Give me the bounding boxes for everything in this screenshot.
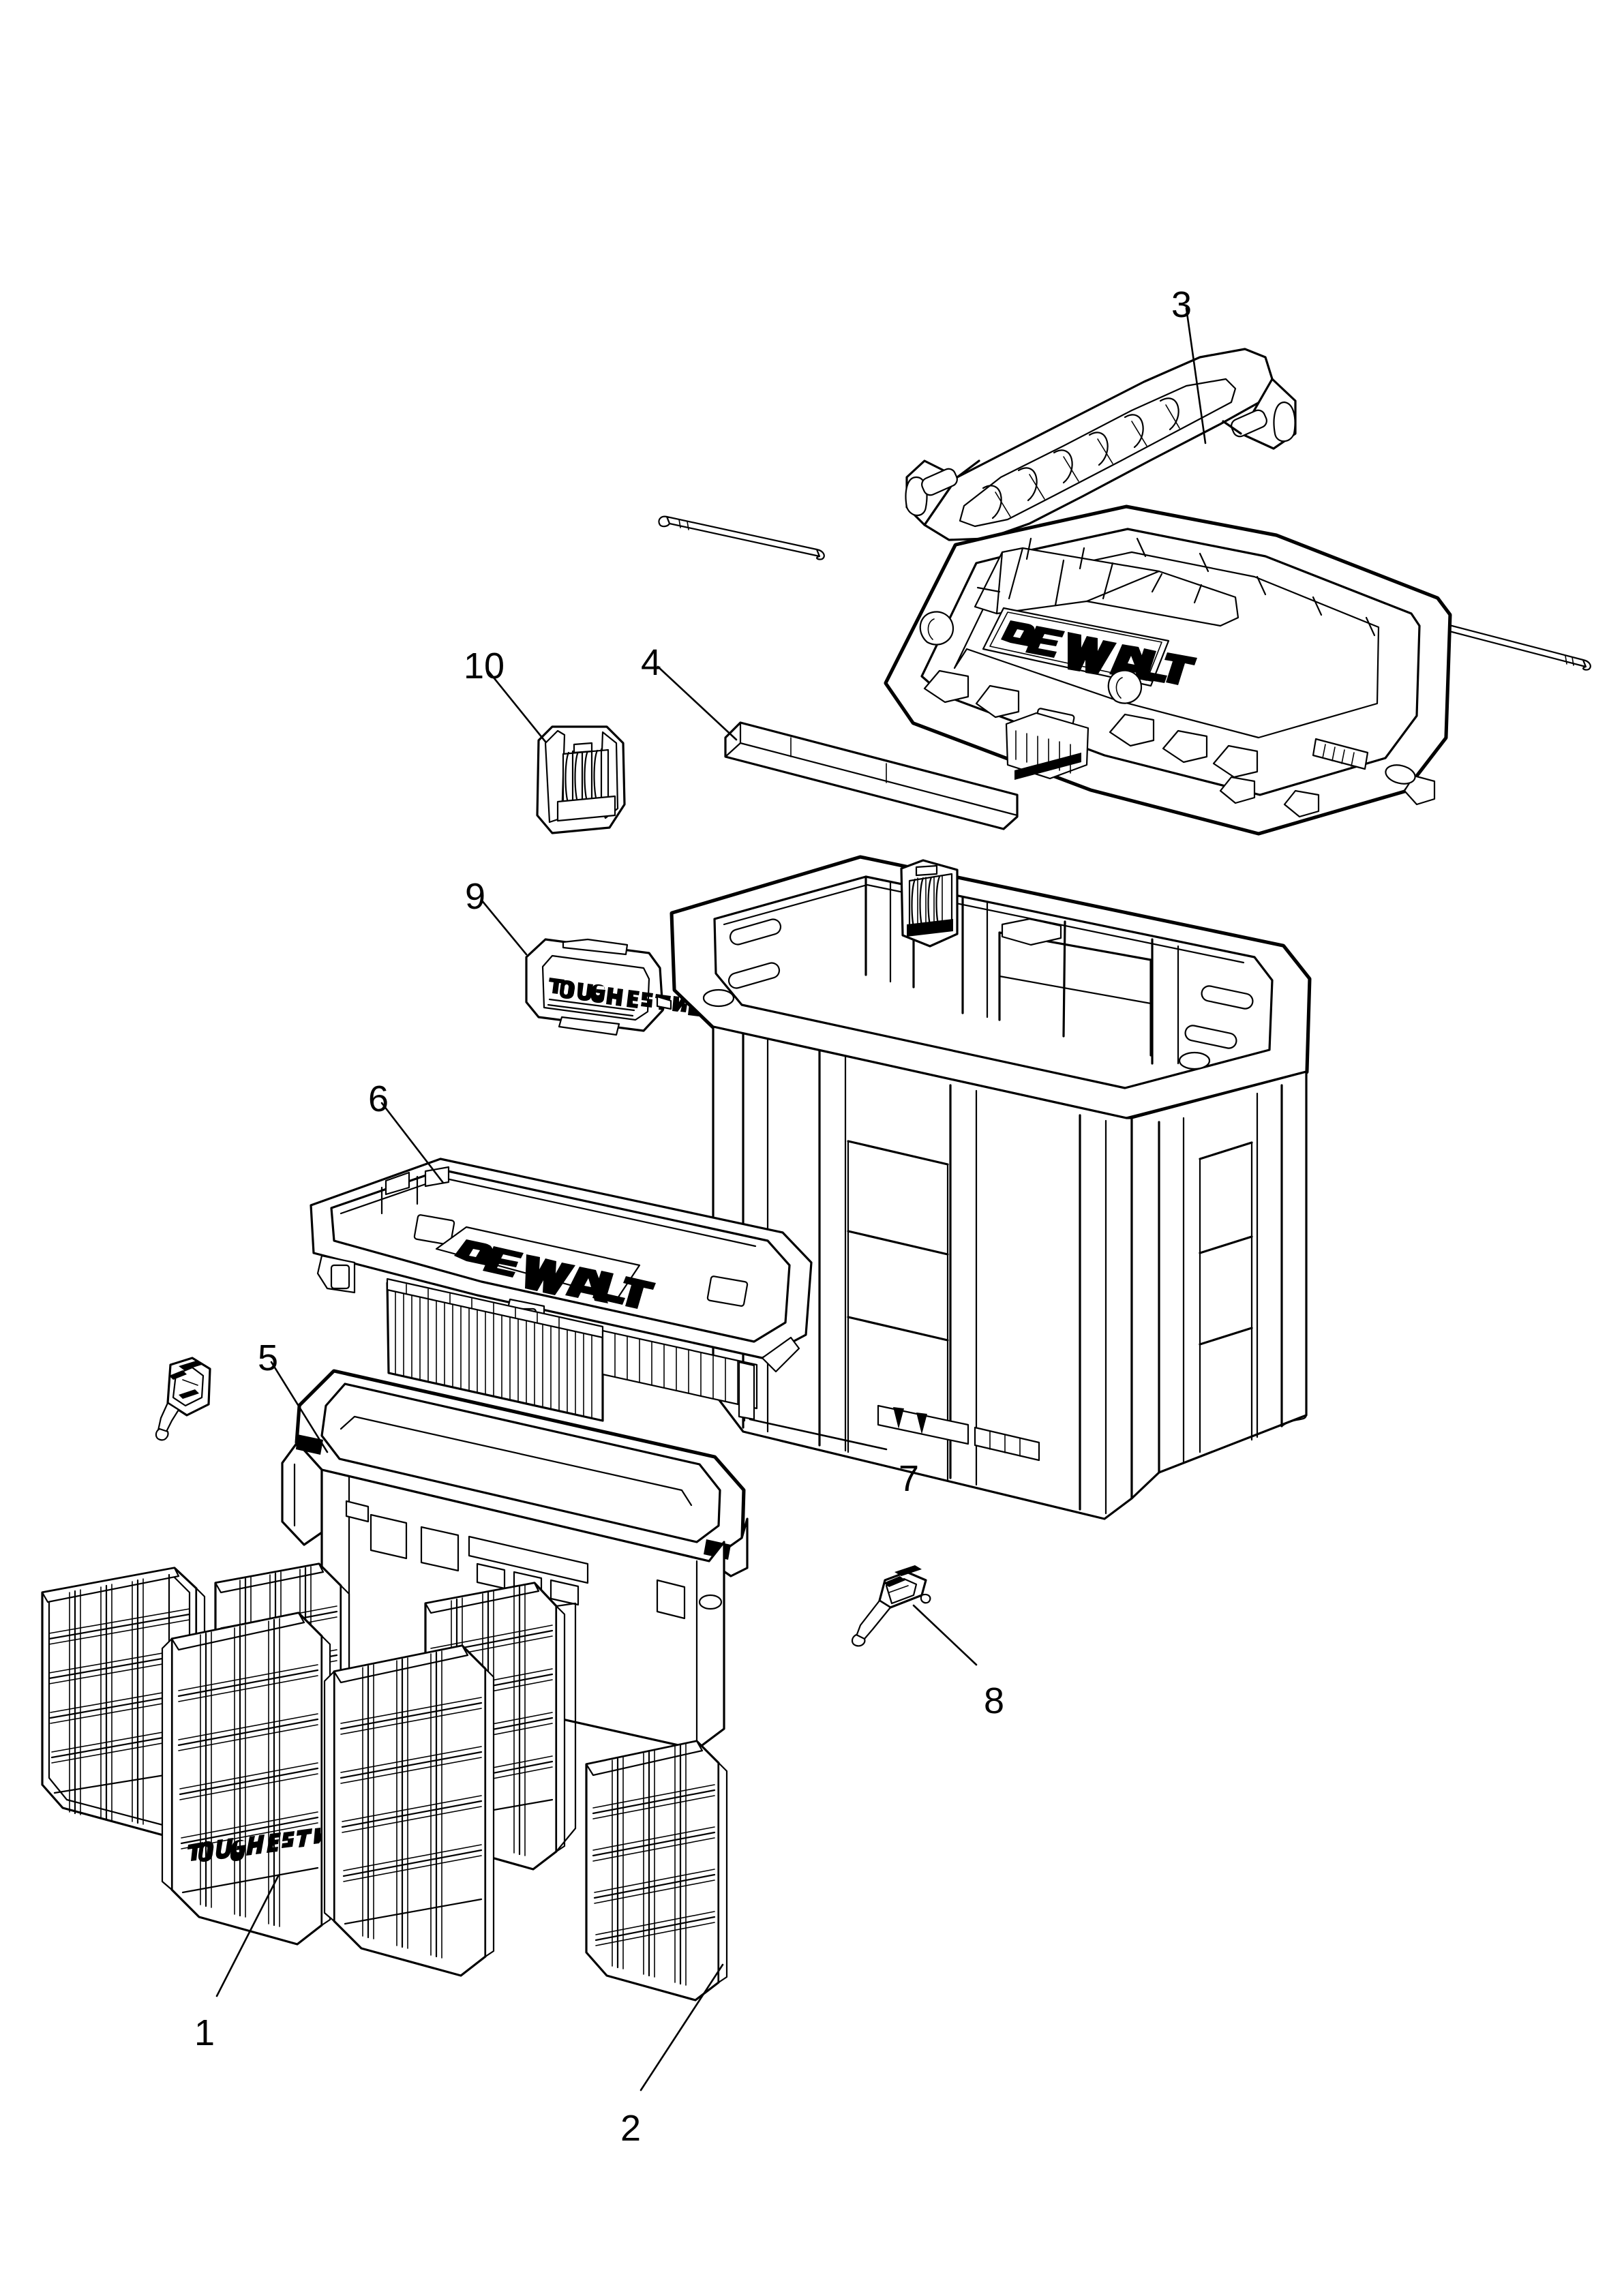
leader-line-4 [657, 665, 738, 741]
callout-number-2: 2 [620, 2108, 642, 2149]
leader-line-3 [1185, 307, 1207, 444]
divider-panel-front-right [323, 1644, 495, 1977]
part-main-lid [884, 504, 1452, 836]
leader-line-6 [380, 1102, 445, 1184]
part-divider-panel-small [585, 1740, 728, 2002]
lid-latch-boss-right [1107, 669, 1143, 704]
leader-line-1 [215, 1875, 280, 1997]
part-divider-rail-comb [386, 1278, 758, 1422]
dewalt-logo-plate-lid [982, 607, 1197, 687]
callout-number-8: 8 [984, 1680, 1005, 1721]
part-lid-gasket-seal-strip [724, 721, 1019, 830]
callout-number-5: 5 [258, 1338, 279, 1378]
part-hinge-pin-rod-left [658, 515, 825, 560]
callout-leader-lines [215, 307, 1207, 2091]
part-hinge-pin-rod-right [1438, 623, 1591, 671]
part-toughsystem-badge-plate [525, 938, 701, 1036]
tray-dewalt-text [454, 1239, 656, 1309]
callout-number-4: 4 [641, 642, 662, 683]
leader-line-10 [487, 669, 547, 743]
part-hinge-bracket [851, 1565, 931, 1647]
latch-bracket-small [155, 1357, 211, 1441]
interior-latch-buckle [900, 859, 959, 948]
leader-line-8 [912, 1604, 978, 1666]
callout-number-9: 9 [465, 876, 486, 917]
callout-number-6: 6 [368, 1078, 389, 1119]
part-carry-handle [905, 348, 1297, 541]
callout-number-7: 7 [899, 1458, 920, 1499]
leader-line-7 [749, 1418, 888, 1451]
leader-line-5 [270, 1361, 329, 1453]
lid-latch-boss-left [919, 611, 954, 646]
part-latch-assembly [536, 725, 626, 834]
leader-line-2 [640, 1963, 724, 2091]
lid-latch-buckle [1005, 712, 1089, 780]
part-divider-panel-large [161, 1612, 342, 1946]
part-main-box-body [670, 855, 1312, 1520]
callout-number-1: 1 [194, 2012, 215, 2053]
callout-number-3: 3 [1171, 284, 1192, 325]
leader-line-9 [480, 898, 528, 956]
callout-number-10: 10 [464, 646, 505, 686]
